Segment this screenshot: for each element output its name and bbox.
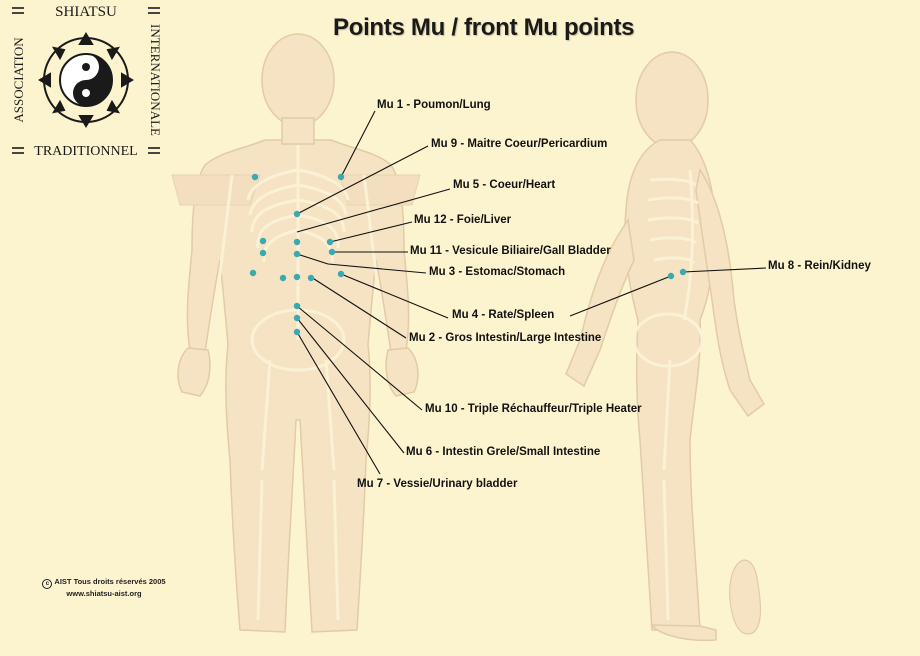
point-dot xyxy=(293,273,301,281)
label-mu-4: Mu 4 - Rate/Spleen xyxy=(452,309,555,321)
point-dot xyxy=(307,274,315,282)
point-dot xyxy=(293,210,301,218)
label-mu-8: Mu 8 - Rein/Kidney xyxy=(768,260,871,272)
point-dot xyxy=(679,268,687,276)
label-mu-3: Mu 3 - Estomac/Stomach xyxy=(429,266,566,278)
aist-logo xyxy=(12,7,160,154)
logo-left-text: ASSOCIATION xyxy=(11,37,26,123)
point-dot xyxy=(293,314,301,322)
point-dot xyxy=(328,248,336,256)
point-dot xyxy=(326,238,334,246)
label-mu-1: Mu 1 - Poumon/Lung xyxy=(377,99,491,111)
point-dot xyxy=(249,269,257,277)
copyright-icon: c xyxy=(42,579,53,589)
point-dot xyxy=(293,328,301,336)
point-dot xyxy=(259,249,267,257)
label-mu-11: Mu 11 - Vesicule Biliaire/Gall Bladder xyxy=(410,245,611,257)
label-mu-10: Mu 10 - Triple Réchauffeur/Triple Heater xyxy=(425,403,642,415)
logo-bottom-text: TRADITIONNEL xyxy=(34,144,137,159)
point-dot xyxy=(251,173,259,181)
label-mu-2: Mu 2 - Gros Intestin/Large Intestine xyxy=(409,332,602,344)
copyright-line-1: AIST Tous droits réservés 2005 xyxy=(54,577,166,586)
label-mu-5: Mu 5 - Coeur/Heart xyxy=(453,179,556,191)
point-dot xyxy=(293,302,301,310)
side-skeleton xyxy=(632,169,704,621)
page-title: Points Mu / front Mu points xyxy=(333,14,635,41)
copyright-line-2: www.shiatsu-aist.org xyxy=(66,589,142,598)
point-dot xyxy=(293,238,301,246)
front-skeleton xyxy=(210,145,386,621)
point-dot xyxy=(279,274,287,282)
footprint-icon xyxy=(729,559,762,635)
label-mu-9: Mu 9 - Maitre Coeur/Pericardium xyxy=(431,138,608,150)
point-dot xyxy=(259,237,267,245)
label-mu-7: Mu 7 - Vessie/Urinary bladder xyxy=(357,478,518,490)
logo-top-text: SHIATSU xyxy=(55,4,117,20)
front-figure xyxy=(177,33,419,633)
point-dot xyxy=(337,173,345,181)
point-dot xyxy=(667,272,675,280)
logo-right-text: INTERNATIONALE xyxy=(148,24,163,136)
label-mu-6: Mu 6 - Intestin Grele/Small Intestine xyxy=(406,446,601,458)
leader-lines xyxy=(296,110,767,475)
label-mu-12: Mu 12 - Foie/Liver xyxy=(414,214,512,226)
mu-points xyxy=(249,173,687,336)
point-dot xyxy=(337,270,345,278)
point-dot xyxy=(293,250,301,258)
